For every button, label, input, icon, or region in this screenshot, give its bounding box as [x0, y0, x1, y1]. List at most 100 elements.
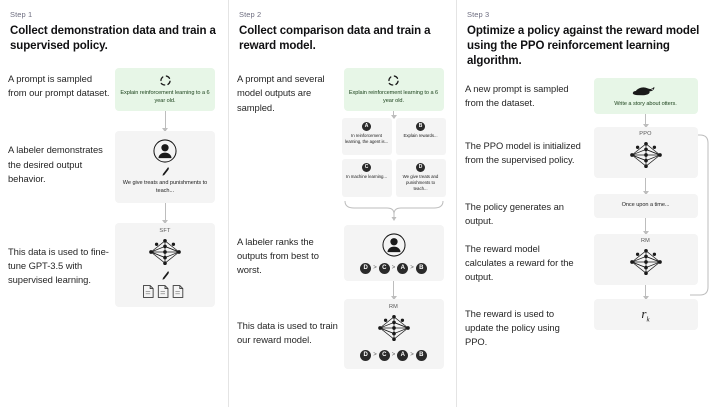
step-2-row-prompt: A prompt and several model outputs are s…	[237, 68, 446, 221]
step-3-caption-ppo: The PPO model is initialized from the su…	[465, 140, 581, 166]
step-1-visual-prompt: Explain reinforcement learning to a 6 ye…	[112, 68, 218, 133]
labeler-card-text: We give treats and punishments to teach.…	[122, 180, 208, 194]
recycle-icon	[387, 74, 400, 87]
step-3-caption-rm: The reward model calculates a reward for…	[465, 242, 574, 282]
step-3-caption-reward: The reward is used to update the policy …	[465, 307, 560, 347]
arrow-down	[642, 217, 649, 235]
prompt-card: Explain reinforcement learning to a 6 ye…	[115, 68, 215, 112]
step-2-column: Step 2 Collect comparison data and train…	[228, 0, 456, 407]
step-2-title: Collect comparison data and train a rewa…	[239, 25, 431, 53]
arrow-down	[390, 111, 397, 120]
output-text-d: We give treats and punishments to teach.…	[402, 174, 439, 191]
output-card-d: D We give treats and punishments to teac…	[395, 159, 446, 197]
step-1-caption-prompt: A prompt is sampled from our prompt data…	[8, 73, 110, 99]
step-3-row-prompt: A new prompt is sampled from the dataset…	[465, 77, 710, 129]
reward-model-card: RM	[343, 298, 444, 369]
rank-badge-4: B	[415, 262, 427, 274]
step-1-row-labeler: A labeler demonstrates the desired outpu…	[8, 131, 218, 224]
labeler-person-icon	[152, 138, 178, 164]
sft-card: SFT	[115, 222, 215, 307]
new-prompt-card-text: Write a story about otters.	[614, 100, 677, 107]
step-3-visual-output: Once upon a time...	[581, 194, 710, 235]
rank-separator: >	[410, 352, 414, 359]
step-2-visual-rank: D > C > A > B	[341, 224, 446, 300]
neural-network-icon	[625, 138, 667, 172]
model-outputs-grid: A In reinforcement learning, the agent i…	[341, 118, 446, 197]
ranking-row-rm: D > C > A > B	[360, 349, 427, 361]
output-text-a: In reinforcement learning, the agent is.…	[344, 133, 389, 145]
step-3-row-reward: The reward is used to update the policy …	[465, 298, 710, 349]
step-1-rows: A prompt is sampled from our prompt data…	[8, 68, 218, 307]
recycle-icon	[159, 74, 172, 87]
rank-separator: >	[391, 265, 396, 272]
step-1-label: Step 1	[10, 10, 33, 19]
step-1-visual-sft: SFT	[112, 222, 218, 307]
step-2-caption-rm: This data is used to train our reward mo…	[237, 319, 338, 345]
prompt-card: Explain reinforcement learning to a 6 ye…	[343, 68, 444, 112]
rank-badge-3: A	[397, 262, 409, 274]
arrow-down	[162, 111, 168, 133]
step-3-rows: A new prompt is sampled from the dataset…	[465, 77, 710, 349]
sft-tag: SFT	[159, 227, 171, 234]
step-3-row-ppo: The PPO model is initialized from the su…	[465, 127, 710, 196]
pen-icon	[161, 270, 170, 281]
step-1-caption-labeler: A labeler demonstrates the desired outpu…	[8, 144, 103, 184]
rank-badge-3: A	[397, 349, 409, 361]
rank-separator: >	[373, 352, 377, 359]
otter-icon	[631, 84, 661, 98]
step-2-rows: A prompt and several model outputs are s…	[237, 68, 446, 369]
ranking-card: D > C > A > B	[343, 224, 444, 281]
step-1-visual-labeler: We give treats and punishments to teach.…	[112, 131, 218, 224]
pen-icon	[161, 166, 170, 177]
arrow-down	[162, 202, 168, 224]
rm-tag: RM	[388, 303, 399, 310]
output-card-c: C In machine learning...	[341, 159, 392, 197]
output-text-b: Explain rewards...	[403, 133, 438, 139]
step-3-row-rm: The reward model calculates a reward for…	[465, 233, 710, 300]
reward-value-card: rk	[593, 298, 698, 331]
prompt-card-text: Explain reinforcement learning to a 6 ye…	[348, 90, 439, 104]
neural-network-icon	[144, 235, 186, 269]
step-3-row-output: The policy generates an output. Once upo…	[465, 194, 710, 235]
arrow-down	[390, 280, 397, 300]
step-3-caption-prompt: A new prompt is sampled from the dataset…	[465, 82, 569, 108]
step-1-column: Step 1 Collect demonstration data and tr…	[0, 0, 228, 407]
step-2-label: Step 2	[239, 10, 262, 19]
step-1-row-sft: This data is used to fine-tune GPT-3.5 w…	[8, 222, 218, 307]
prompt-card-text: Explain reinforcement learning to a 6 ye…	[120, 90, 210, 104]
merge-brace-icon	[342, 199, 446, 221]
step-3-visual-ppo: PPO	[581, 127, 710, 196]
ppo-tag: PPO	[639, 131, 652, 138]
documents-icon	[142, 284, 188, 299]
reward-model-card: RM	[593, 233, 698, 285]
ranking-row: D > C > A > B	[360, 262, 427, 274]
step-2-visual-prompt: Explain reinforcement learning to a 6 ye…	[341, 68, 446, 221]
step-3-visual-rm: RM	[581, 233, 710, 300]
reward-symbol: rk	[641, 305, 650, 324]
policy-output-text: Once upon a time...	[621, 202, 670, 209]
rank-badge-1: D	[360, 262, 372, 274]
rank-separator: >	[410, 265, 414, 272]
step-1-row-prompt: A prompt is sampled from our prompt data…	[8, 68, 218, 133]
output-badge-d: D	[416, 163, 425, 173]
neural-network-icon	[625, 245, 667, 279]
output-text-c: In machine learning...	[346, 174, 387, 180]
step-2-row-rank: A labeler ranks the outputs from best to…	[237, 224, 446, 300]
neural-network-icon	[373, 311, 415, 345]
step-3-title: Optimize a policy against the reward mod…	[467, 25, 700, 68]
step-3-visual-prompt: Write a story about otters.	[581, 77, 710, 129]
step-3-column: Step 3 Optimize a policy against the rew…	[456, 0, 720, 407]
step-3-visual-reward: rk	[581, 298, 710, 331]
labeler-card: We give treats and punishments to teach.…	[115, 131, 215, 203]
output-card-b: B Explain rewards...	[395, 118, 446, 156]
step-3-caption-output: The policy generates an output.	[465, 201, 564, 227]
labeler-person-icon	[381, 232, 407, 258]
rank-badge-2: C	[378, 262, 390, 274]
step-2-caption-rank: A labeler ranks the outputs from best to…	[237, 235, 319, 275]
output-badge-c: C	[362, 163, 371, 173]
output-badge-b: B	[416, 122, 425, 132]
step-3-label: Step 3	[467, 10, 490, 19]
rank-separator: >	[373, 265, 377, 272]
step-1-title: Collect demonstration data and train a s…	[10, 25, 216, 53]
rank-badge-4: B	[415, 349, 427, 361]
